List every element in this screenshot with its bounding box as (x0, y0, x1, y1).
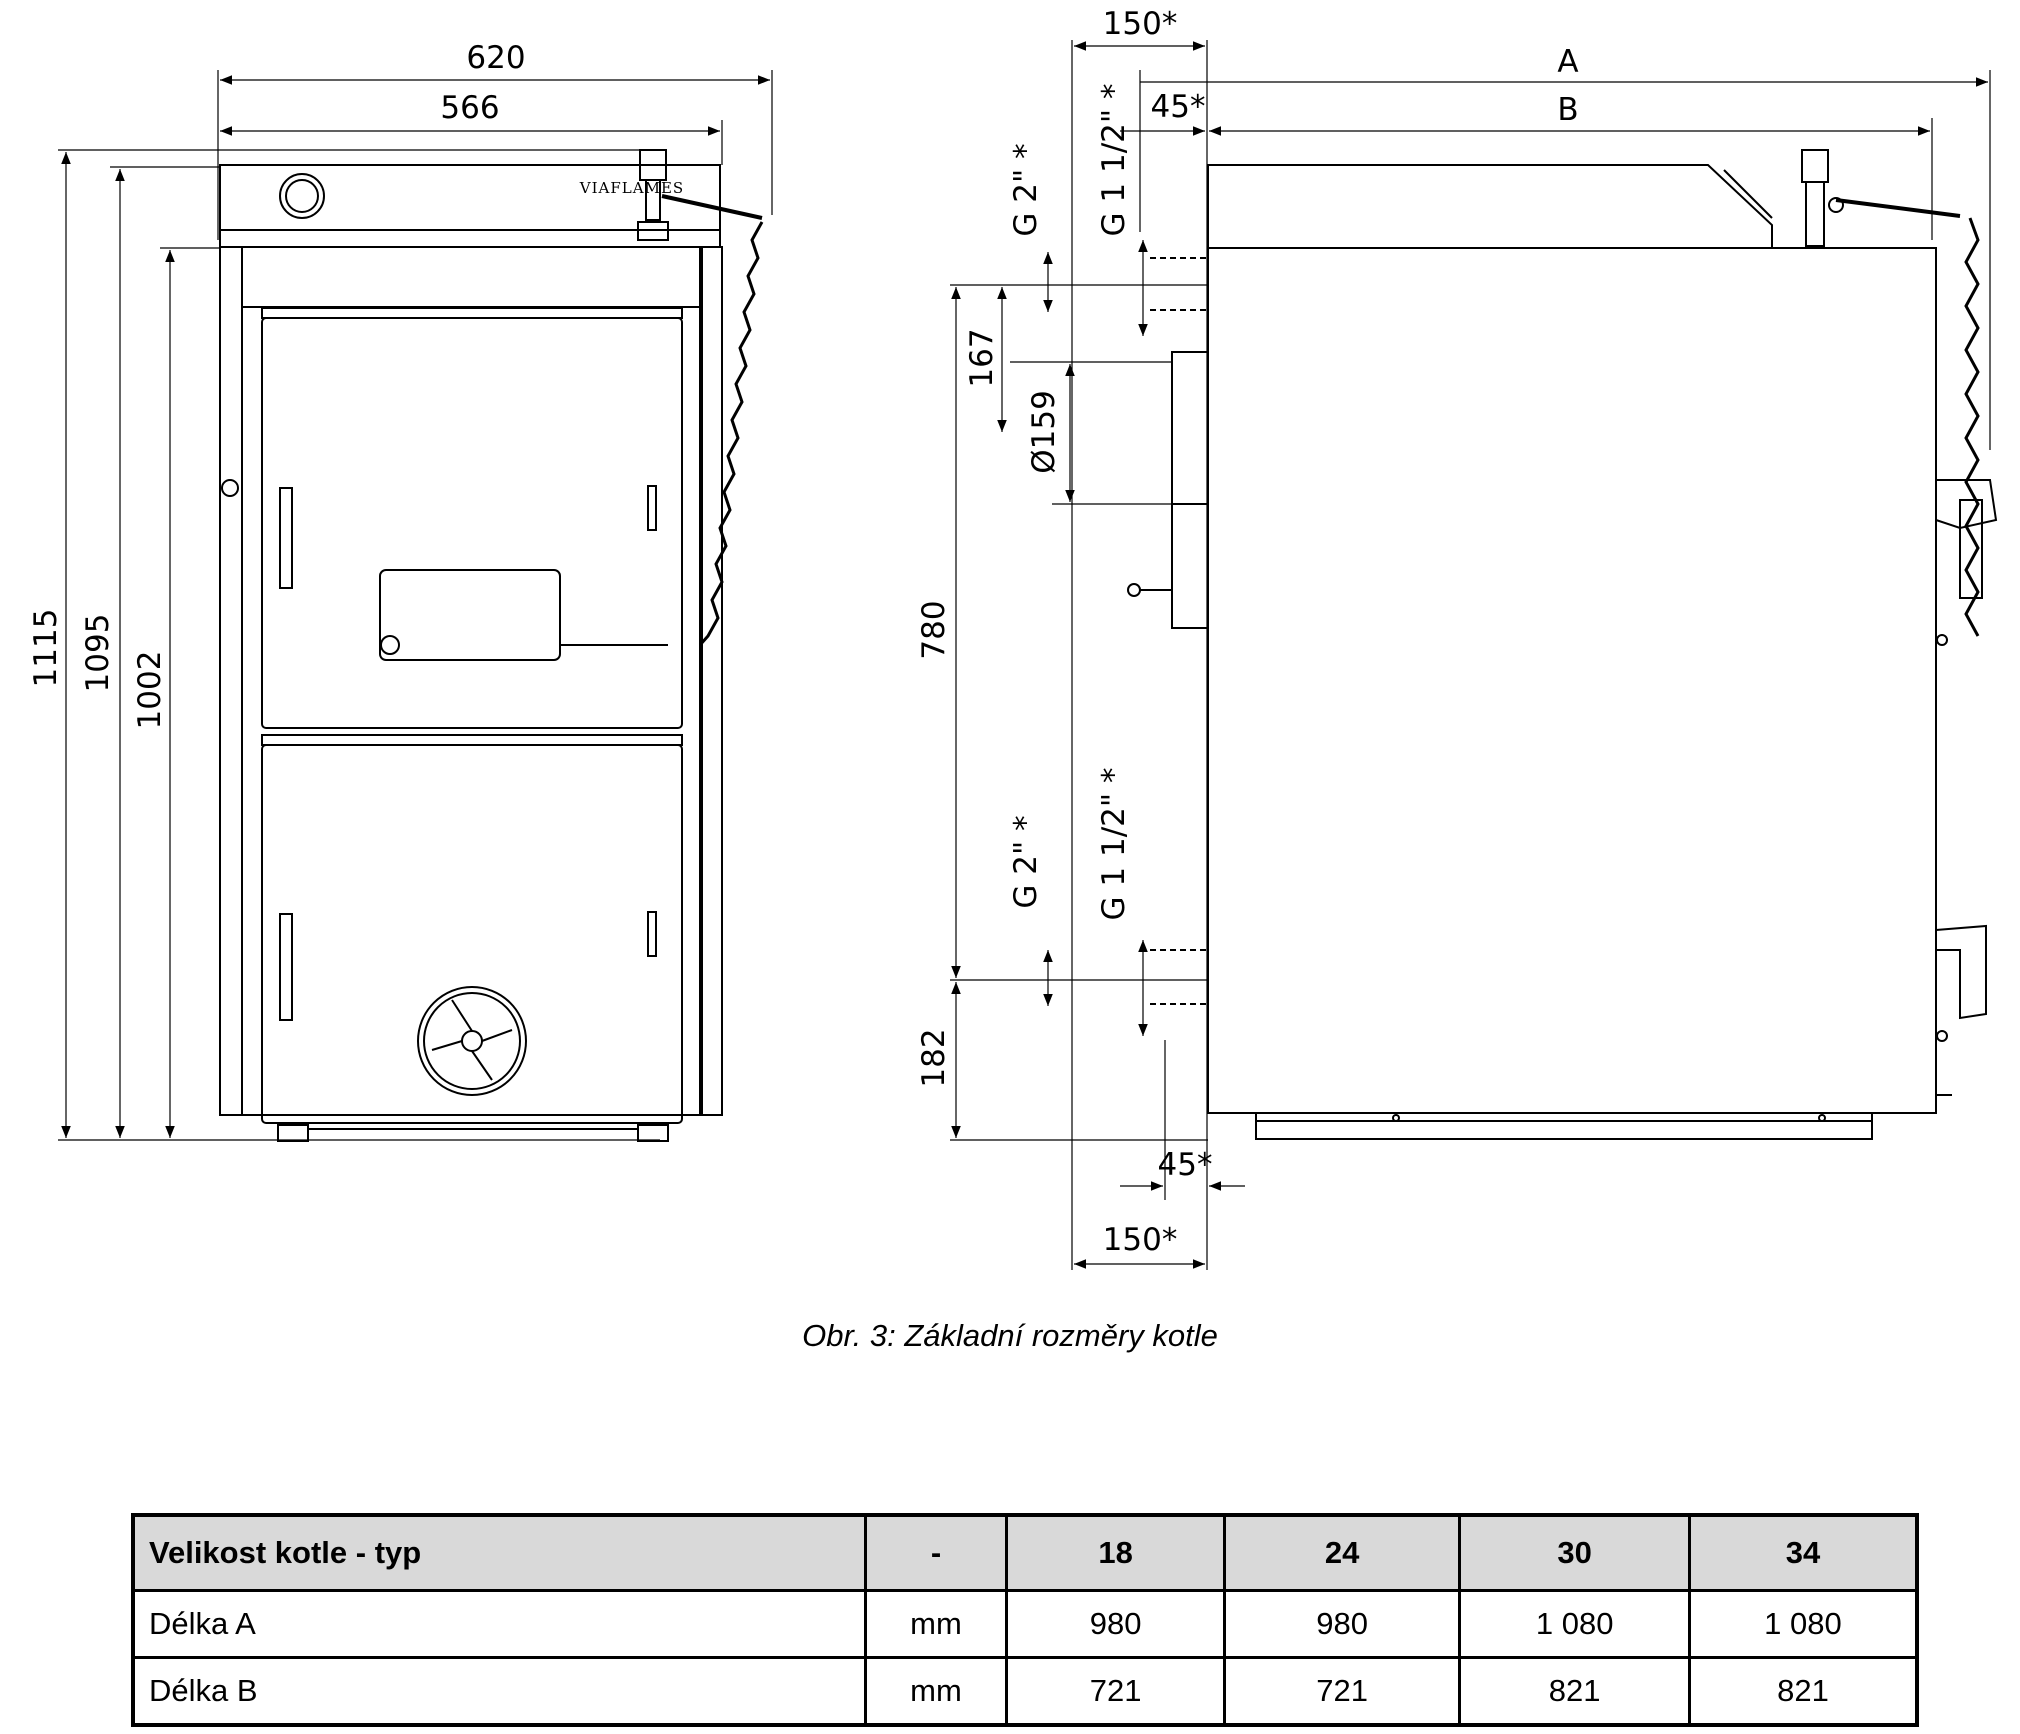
dim-167: 167 (964, 328, 1000, 387)
dim-566: 566 (440, 90, 499, 126)
table-cell: 980 (1005, 1589, 1226, 1659)
front-view (58, 70, 773, 1142)
dim-1002: 1002 (132, 651, 168, 730)
table-cell: 1 080 (1458, 1589, 1691, 1659)
table-cell: 721 (1222, 1656, 1462, 1727)
table-row: Délka A mm 980 980 1 080 1 080 (131, 1589, 1919, 1659)
table-cell: 721 (1005, 1656, 1226, 1727)
table-cell: 821 (1687, 1656, 1919, 1727)
header-34: 34 (1687, 1513, 1919, 1592)
header-24: 24 (1222, 1513, 1462, 1592)
dim-diameter-159: Ø159 (1026, 390, 1062, 474)
figure-caption: Obr. 3: Základní rozměry kotle (802, 1318, 1218, 1353)
row-label: Délka B (131, 1656, 867, 1727)
dim-offset-top-150: 150* (1103, 6, 1178, 42)
header-18: 18 (1005, 1513, 1226, 1592)
row-unit: mm (863, 1589, 1009, 1659)
dim-1115: 1115 (28, 609, 64, 688)
dim-620: 620 (466, 40, 525, 76)
header-size-type: Velikost kotle - typ (131, 1513, 867, 1592)
dim-offset-bottom-150: 150* (1103, 1222, 1178, 1258)
dim-A: A (1557, 44, 1578, 80)
header-30: 30 (1458, 1513, 1691, 1592)
boiler-dimension-drawing: 620 566 1115 1095 1002 VIAFLAMES (28, 6, 1998, 1270)
table-cell: 821 (1458, 1656, 1691, 1727)
row-unit: mm (863, 1656, 1009, 1727)
dim-B: B (1557, 92, 1578, 128)
dim-1095: 1095 (80, 614, 116, 693)
row-label: Délka A (131, 1589, 867, 1659)
table-row: Délka B mm 721 721 821 821 (131, 1656, 1919, 1727)
table-cell: 980 (1222, 1589, 1462, 1659)
table-header-row: Velikost kotle - typ - 18 24 30 34 (131, 1513, 1919, 1592)
table-cell: 1 080 (1687, 1589, 1919, 1659)
dim-182: 182 (916, 1028, 952, 1087)
header-unit: - (863, 1513, 1009, 1592)
conn-g112-top: G 1 1/2" * (1096, 84, 1132, 237)
conn-g2-top: G 2" * (1008, 143, 1044, 236)
side-view (950, 40, 1998, 1270)
brand-label: VIAFLAMES (579, 179, 684, 197)
dim-780: 780 (916, 600, 952, 659)
dim-offset-top-45: 45* (1151, 89, 1206, 125)
dimensions-table: Velikost kotle - typ - 18 24 30 34 Délka… (131, 1513, 1919, 1727)
dim-offset-bottom-45: 45* (1158, 1147, 1213, 1183)
conn-g2-bottom: G 2" * (1008, 815, 1044, 908)
conn-g112-bottom: G 1 1/2" * (1096, 768, 1132, 921)
